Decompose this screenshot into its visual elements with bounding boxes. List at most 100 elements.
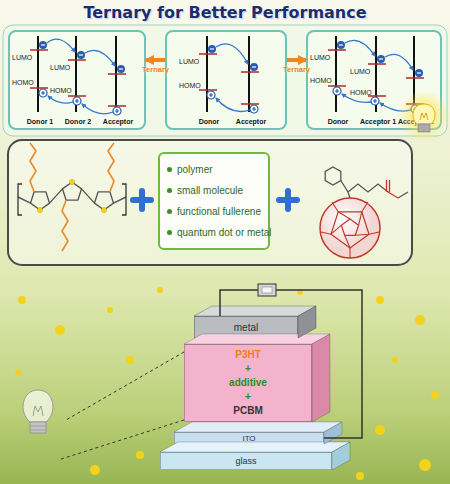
energy-label: LUMO — [179, 58, 199, 66]
material-name: Donor — [328, 118, 349, 126]
flower — [431, 391, 439, 399]
layer-label: P3HT — [235, 348, 261, 362]
energy-label: HOMO — [310, 77, 332, 85]
material-name: Donor 1 — [27, 118, 53, 126]
pcbm-structure — [320, 167, 408, 258]
energy-label: HOMO — [12, 79, 34, 87]
ternary-arrow — [146, 58, 165, 62]
flower — [126, 356, 134, 364]
ester-oxygen — [387, 180, 399, 198]
list-text: polymer — [177, 159, 213, 180]
materials-frame — [8, 140, 412, 265]
flower — [392, 357, 398, 363]
diagram-title: Ternary for Better Performance — [0, 3, 450, 22]
bullet — [167, 230, 172, 235]
load-box — [258, 284, 276, 296]
metal-side-face — [298, 306, 316, 338]
material-name: Acceptor 1 — [360, 118, 396, 126]
layer-label: + — [245, 390, 251, 404]
thiophene-ring — [31, 192, 50, 210]
device-faces — [160, 306, 350, 470]
energy-panel: LUMOLUMOHOMOHOMODonor 1Donor 2Acceptor — [8, 30, 146, 130]
cage-bond — [321, 202, 379, 258]
list-item: quantum dot or metal — [167, 222, 268, 243]
energy-panel: LUMO HOMO Donor Acceptor — [165, 30, 287, 130]
metal-layer: metal — [194, 316, 298, 338]
bullet — [167, 188, 172, 193]
list-item: functional fullerene — [167, 201, 268, 222]
backbone-bond — [18, 189, 126, 203]
side-chain — [341, 181, 408, 199]
energy-label: HOMO — [179, 82, 201, 90]
sulfur-atom — [37, 207, 42, 212]
flower — [18, 296, 26, 304]
flower — [297, 289, 303, 295]
top-frame — [3, 25, 447, 136]
flower — [356, 472, 364, 480]
sulfur-atom — [69, 179, 74, 184]
bulb-thread — [30, 426, 46, 430]
flower — [415, 315, 425, 325]
energy-label: LUMO — [12, 54, 32, 62]
ito-top-face — [174, 422, 342, 432]
layer-label: glass — [235, 456, 256, 466]
flower — [107, 307, 113, 313]
thiophene-ring — [95, 192, 114, 210]
bullet — [167, 167, 172, 172]
flower — [157, 287, 163, 293]
flower — [15, 369, 21, 375]
list-text: quantum dot or metal — [177, 222, 272, 243]
plus-symbol — [279, 191, 297, 209]
unlit-bulb — [23, 390, 53, 433]
cage-ring — [331, 212, 369, 248]
active-layer: P3HT+additive+PCBM — [184, 344, 312, 422]
list-item: small molecule — [167, 180, 268, 201]
flower — [90, 465, 100, 475]
material-name: Donor 2 — [65, 118, 91, 126]
layer-label: + — [245, 362, 251, 376]
glass-side-face — [332, 442, 350, 470]
repeat-bracket — [18, 184, 126, 215]
active-side-face — [312, 334, 330, 422]
thiophene-ring — [63, 182, 82, 200]
flowers — [15, 287, 439, 480]
material-name: Acceptor — [236, 118, 266, 126]
energy-label: LUMO — [50, 64, 70, 72]
flower — [375, 425, 385, 435]
cage-pentagon — [341, 219, 358, 235]
phenyl-ring — [325, 167, 341, 185]
energy-label: LUMO — [310, 54, 330, 62]
layer-label: PCBM — [233, 404, 262, 418]
layer-label: additive — [229, 376, 267, 390]
bulb-glass — [23, 390, 53, 422]
bulb-filament — [33, 406, 43, 416]
energy-label: HOMO — [50, 87, 72, 95]
bulb-base — [30, 422, 46, 433]
bullet — [167, 209, 172, 214]
flower — [376, 296, 384, 304]
edge-label: Ternary — [142, 65, 169, 74]
p3ht-structure — [18, 143, 126, 251]
sulfur-atom — [101, 207, 106, 212]
list-item: polymer — [167, 159, 268, 180]
load-face — [262, 287, 272, 293]
material-name: Acceptor 2 — [398, 118, 434, 126]
list-text: functional fullerene — [177, 201, 261, 222]
flower — [419, 459, 431, 471]
edge-label: Ternary — [283, 65, 310, 74]
material-name: Donor — [199, 118, 220, 126]
layer-label: metal — [234, 322, 258, 333]
plus-symbol — [133, 191, 151, 209]
hexyl-chain — [30, 143, 114, 251]
energy-label: HOMO — [350, 89, 372, 97]
metal-top-face — [194, 306, 316, 316]
ternary-arrow — [287, 58, 306, 62]
glass-layer: glass — [160, 452, 332, 470]
energy-panel: LUMOLUMOHOMOHOMODonorAcceptor 1Acceptor … — [306, 30, 442, 130]
fullerene-cage — [320, 198, 380, 258]
layer-label: ITO — [242, 434, 255, 443]
ito-layer: ITO — [174, 432, 324, 444]
ito-side-face — [324, 422, 342, 444]
